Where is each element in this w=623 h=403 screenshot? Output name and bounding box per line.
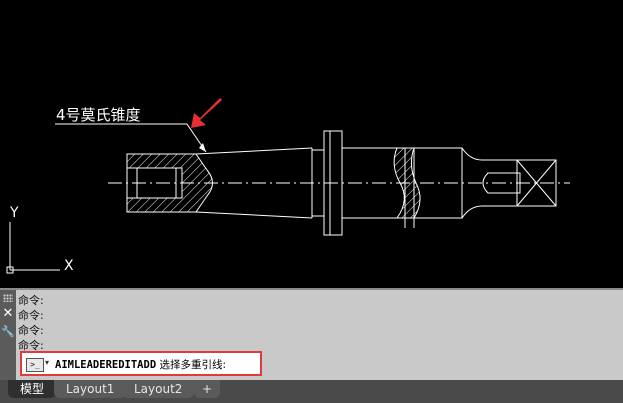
square-end <box>516 159 557 207</box>
taper-bore <box>126 167 183 199</box>
tab-layout2[interactable]: Layout2 <box>122 380 195 398</box>
taper-top <box>195 147 313 155</box>
current-command-text: AIMLEADEREDITADD 选择多重引线: <box>55 357 226 372</box>
leader-arrowhead <box>199 143 206 152</box>
command-prompt: 选择多重引线: <box>159 359 227 371</box>
keyway <box>482 172 521 194</box>
layout-tabs: 模型 Layout1 Layout2 + <box>0 380 623 403</box>
ucs-y-label: Y <box>9 205 19 221</box>
close-icon[interactable]: ✕ <box>2 306 14 321</box>
history-line: 命令: <box>18 309 44 322</box>
drawing-svg: 4号莫氏锥度 Y X <box>6 98 570 274</box>
history-line: 命令: <box>18 339 44 352</box>
tab-model[interactable]: 模型 <box>8 380 57 398</box>
command-line-input[interactable]: >_ ▾ AIMLEADEREDITADD 选择多重引线: <box>20 351 262 376</box>
wrench-icon[interactable]: 🔧 <box>1 325 15 338</box>
command-name: AIMLEADEREDITADD <box>55 359 157 371</box>
history-line: 命令: <box>18 294 44 307</box>
history-line: 命令: <box>18 324 44 337</box>
command-prompt-icon[interactable]: >_ <box>26 358 44 372</box>
panel-grip-icon[interactable] <box>3 294 13 302</box>
command-panel-sidebar: ✕ 🔧 <box>0 290 16 382</box>
red-pointer-arrow <box>191 98 222 128</box>
drawing-canvas[interactable]: 4号莫氏锥度 Y X <box>0 0 623 288</box>
command-history: 命令: 命令: 命令: 命令: <box>18 293 44 353</box>
annotation-label: 4号莫氏锥度 <box>56 106 141 124</box>
ucs-x-label: X <box>64 258 74 274</box>
taper-bottom <box>195 211 313 219</box>
chevron-down-icon[interactable]: ▾ <box>45 358 50 367</box>
add-layout-button[interactable]: + <box>194 380 221 398</box>
tab-layout1[interactable]: Layout1 <box>54 380 127 398</box>
ucs-icon: Y X <box>6 205 74 274</box>
